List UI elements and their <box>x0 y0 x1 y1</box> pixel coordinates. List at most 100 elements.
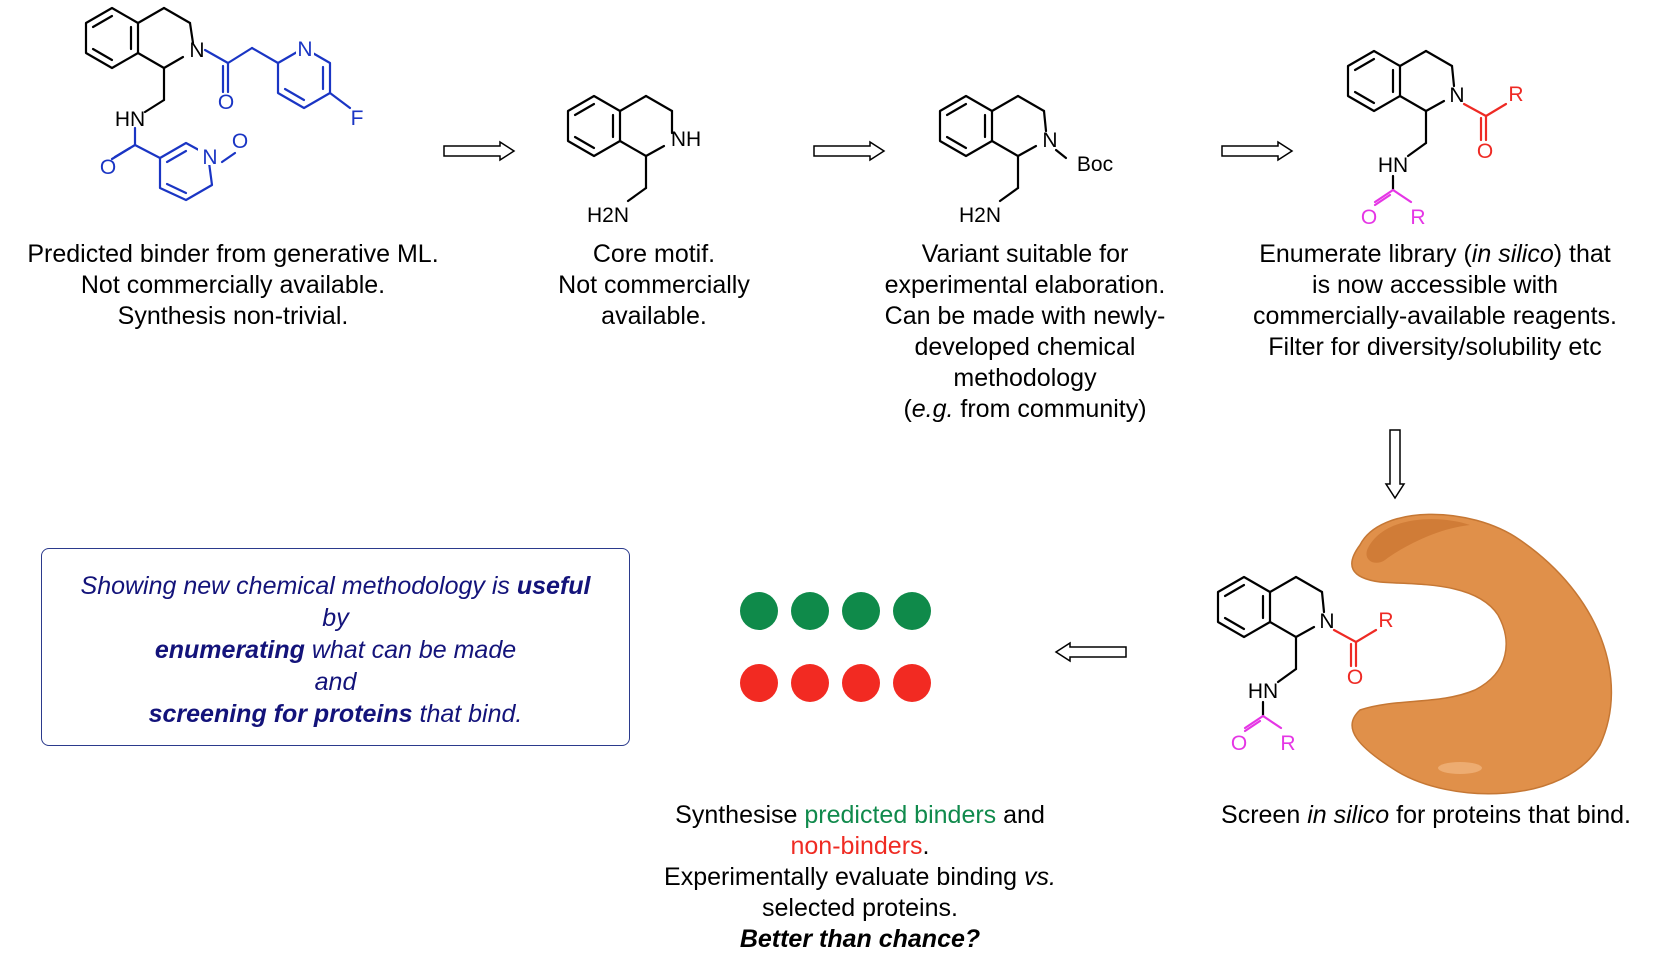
arrow-2 <box>813 140 886 162</box>
atom-label: O <box>1477 140 1493 163</box>
atom-label: O <box>218 91 234 114</box>
caption-italic: e.g. <box>911 395 954 423</box>
arrow-left <box>1054 641 1127 663</box>
screened-structure: N R O HN O R <box>1216 575 1394 755</box>
predicted-binder-dot <box>740 592 778 630</box>
core-motif-structure: NH H2N <box>566 94 701 227</box>
caption-italic: in silico <box>1307 801 1390 829</box>
predicted-binder-dot <box>791 592 829 630</box>
caption-line: Can be made with newly- <box>884 302 1166 330</box>
box-text: that bind. <box>412 700 523 728</box>
non-binders-text: non-binders <box>790 832 923 860</box>
box-text: what can be made <box>304 636 517 664</box>
predicted-binder-dot <box>893 592 931 630</box>
caption-line: (e.g. from community) <box>860 394 1190 425</box>
caption-line: methodology <box>953 364 1097 392</box>
caption-line: Variant suitable for <box>921 240 1129 268</box>
caption-text: ) that <box>1553 240 1611 268</box>
caption-core-motif: Core motif. Not commercially available. <box>520 239 788 332</box>
caption-synthesise: Synthesise predicted binders and non-bin… <box>625 800 1095 955</box>
caption-text: Enumerate library ( <box>1259 240 1472 268</box>
atom-label: O <box>232 130 248 153</box>
atom-label: O <box>1361 206 1377 229</box>
atom-label: NH <box>671 128 701 151</box>
atom-label: O <box>1231 732 1247 755</box>
caption-text: Synthesise <box>675 801 805 829</box>
binder-dots <box>740 592 940 712</box>
box-line: and <box>314 668 357 696</box>
atom-label: F <box>351 107 364 130</box>
non-binder-dot <box>893 664 931 702</box>
box-bold: useful <box>516 572 591 600</box>
summary-box: Showing new chemical methodology is usef… <box>41 548 630 746</box>
box-line: by <box>322 604 349 632</box>
caption-variant: Variant suitable for experimental elabor… <box>860 239 1190 425</box>
caption-enumerate: Enumerate library (in silico) that is no… <box>1225 239 1645 363</box>
atom-label: O <box>1347 666 1363 689</box>
caption-line: is now accessible with <box>1312 271 1558 299</box>
atom-label: N <box>1449 84 1464 107</box>
atom-label: R <box>1280 732 1295 755</box>
box-line: enumerating what can be made <box>42 634 629 666</box>
caption-text: from community) <box>953 395 1147 423</box>
box-line: Showing new chemical methodology is usef… <box>42 570 629 602</box>
caption-line: Synthesis non-trivial. <box>117 302 349 330</box>
caption-line: Core motif. <box>592 240 716 268</box>
atom-label: N <box>1319 610 1334 633</box>
caption-text: for proteins that bind. <box>1389 801 1631 829</box>
atom-label: R <box>1410 206 1425 229</box>
non-binder-dot <box>842 664 880 702</box>
caption-line: commercially-available reagents. <box>1252 302 1618 330</box>
caption-line: experimental elaboration. <box>884 271 1166 299</box>
caption-screen: Screen in silico for proteins that bind. <box>1190 800 1662 831</box>
caption-text: and <box>996 801 1045 829</box>
predicted-binders-text: predicted binders <box>804 801 997 829</box>
caption-bold-italic: Better than chance? <box>739 925 981 953</box>
predicted-binder-dot <box>842 592 880 630</box>
caption-text: ( <box>903 395 912 423</box>
caption-predicted-binder: Predicted binder from generative ML. Not… <box>0 239 466 332</box>
atom-label: N <box>189 39 204 62</box>
atom-label: N <box>202 146 217 169</box>
caption-line: Not commercially <box>558 271 750 299</box>
atom-label: N <box>1042 129 1057 152</box>
caption-line: Filter for diversity/solubility etc <box>1268 333 1602 361</box>
non-binder-dot <box>791 664 829 702</box>
protein-shape <box>1351 513 1613 795</box>
atom-label: HN <box>1248 680 1278 703</box>
box-bold: screening for proteins <box>148 700 413 728</box>
box-bold: enumerating <box>154 636 305 664</box>
caption-line: Enumerate library (in silico) that <box>1225 239 1645 270</box>
caption-line: Synthesise predicted binders and <box>625 800 1095 831</box>
arrow-1 <box>443 140 516 162</box>
caption-line: developed chemical <box>914 333 1136 361</box>
caption-line: selected proteins. <box>762 894 958 922</box>
caption-line: Better than chance? <box>625 924 1095 955</box>
caption-line: available. <box>601 302 707 330</box>
atom-label: H2N <box>959 204 1001 227</box>
arrow-down <box>1384 429 1406 500</box>
atom-label: HN <box>115 108 145 131</box>
caption-text: Experimentally evaluate binding <box>664 863 1024 891</box>
atom-label: O <box>100 156 116 179</box>
atom-label: HN <box>1378 154 1408 177</box>
caption-line: Predicted binder from generative ML. <box>27 240 439 268</box>
caption-italic: vs. <box>1023 863 1056 891</box>
box-text: Showing new chemical methodology is <box>80 572 517 600</box>
caption-line: Not commercially available. <box>80 271 386 299</box>
atom-label: H2N <box>587 204 629 227</box>
caption-italic: in silico <box>1471 240 1554 268</box>
atom-label: R <box>1508 83 1523 106</box>
atom-label: R <box>1378 609 1393 632</box>
caption-text: . <box>922 832 930 860</box>
caption-line: Experimentally evaluate binding vs. <box>625 862 1095 893</box>
atom-label: N <box>297 38 312 61</box>
boc-variant-structure: N Boc H2N <box>938 94 1113 227</box>
library-structure: N R O HN O R <box>1346 49 1524 229</box>
caption-line: Screen in silico for proteins that bind. <box>1190 800 1662 831</box>
box-line: screening for proteins that bind. <box>42 698 629 730</box>
atom-label: Boc <box>1077 153 1113 176</box>
caption-text: Screen <box>1221 801 1308 829</box>
non-binder-dot <box>740 664 778 702</box>
caption-line: non-binders. <box>625 831 1095 862</box>
